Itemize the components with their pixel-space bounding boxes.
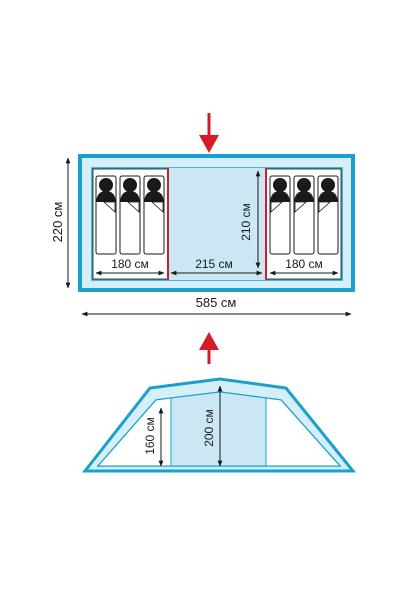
center-room-width-label: 215 см (195, 257, 233, 271)
red-up-arrow-icon (199, 332, 219, 364)
bedroom-height-label: 160 см (143, 417, 157, 455)
side-view: 160 см 200 см (81, 377, 357, 473)
center-room-depth-label: 210 см (239, 203, 253, 241)
sleeping-person-icon (143, 175, 165, 255)
sleeping-person-icon (317, 175, 339, 255)
left-bedroom-sleepers (95, 175, 165, 255)
sleeping-person-icon (293, 175, 315, 255)
floor-plan: 180 см 215 см 180 см 210 см 220 см 585 с… (50, 154, 355, 317)
sleeping-person-icon (95, 175, 117, 255)
red-down-arrow-icon (199, 113, 219, 153)
center-room-side (170, 391, 267, 467)
left-bedroom-width-label: 180 см (111, 257, 149, 271)
right-bedroom-width-label: 180 см (285, 257, 323, 271)
right-vestibule-wall (265, 397, 342, 467)
sleeping-person-icon (119, 175, 141, 255)
sleeping-person-icon (269, 175, 291, 255)
right-bedroom-sleepers (269, 175, 339, 255)
overall-width-label: 585 см (196, 295, 237, 310)
center-height-label: 200 см (202, 409, 216, 447)
center-room (168, 168, 266, 280)
overall-depth-label: 220 см (50, 202, 65, 243)
